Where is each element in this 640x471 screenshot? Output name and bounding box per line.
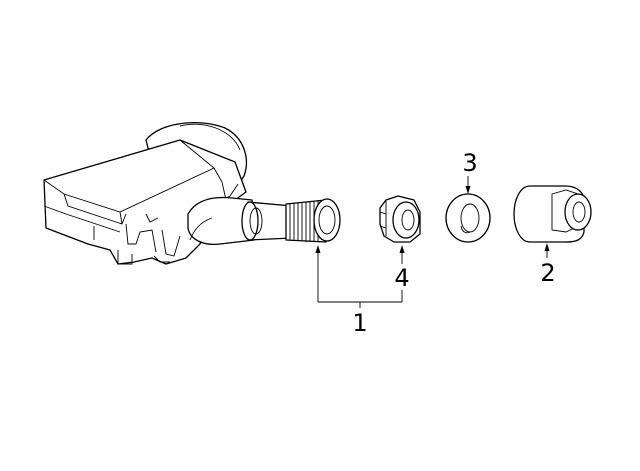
callout-4: 4 xyxy=(394,264,409,292)
callout-2: 2 xyxy=(540,259,555,287)
tpms-sensor-body xyxy=(43,122,255,265)
callout-1: 1 xyxy=(352,309,367,337)
valve-stem xyxy=(241,201,293,241)
arrow-1 xyxy=(315,245,321,253)
hex-nut xyxy=(379,195,421,243)
arrow-4 xyxy=(399,245,405,253)
arrow-2 xyxy=(544,243,550,251)
callout-leaders xyxy=(315,176,550,308)
arrow-3 xyxy=(465,186,471,194)
callout-3: 3 xyxy=(462,149,477,177)
cap-nut xyxy=(513,185,592,243)
grommet xyxy=(445,193,491,243)
valve-cap xyxy=(285,198,341,243)
